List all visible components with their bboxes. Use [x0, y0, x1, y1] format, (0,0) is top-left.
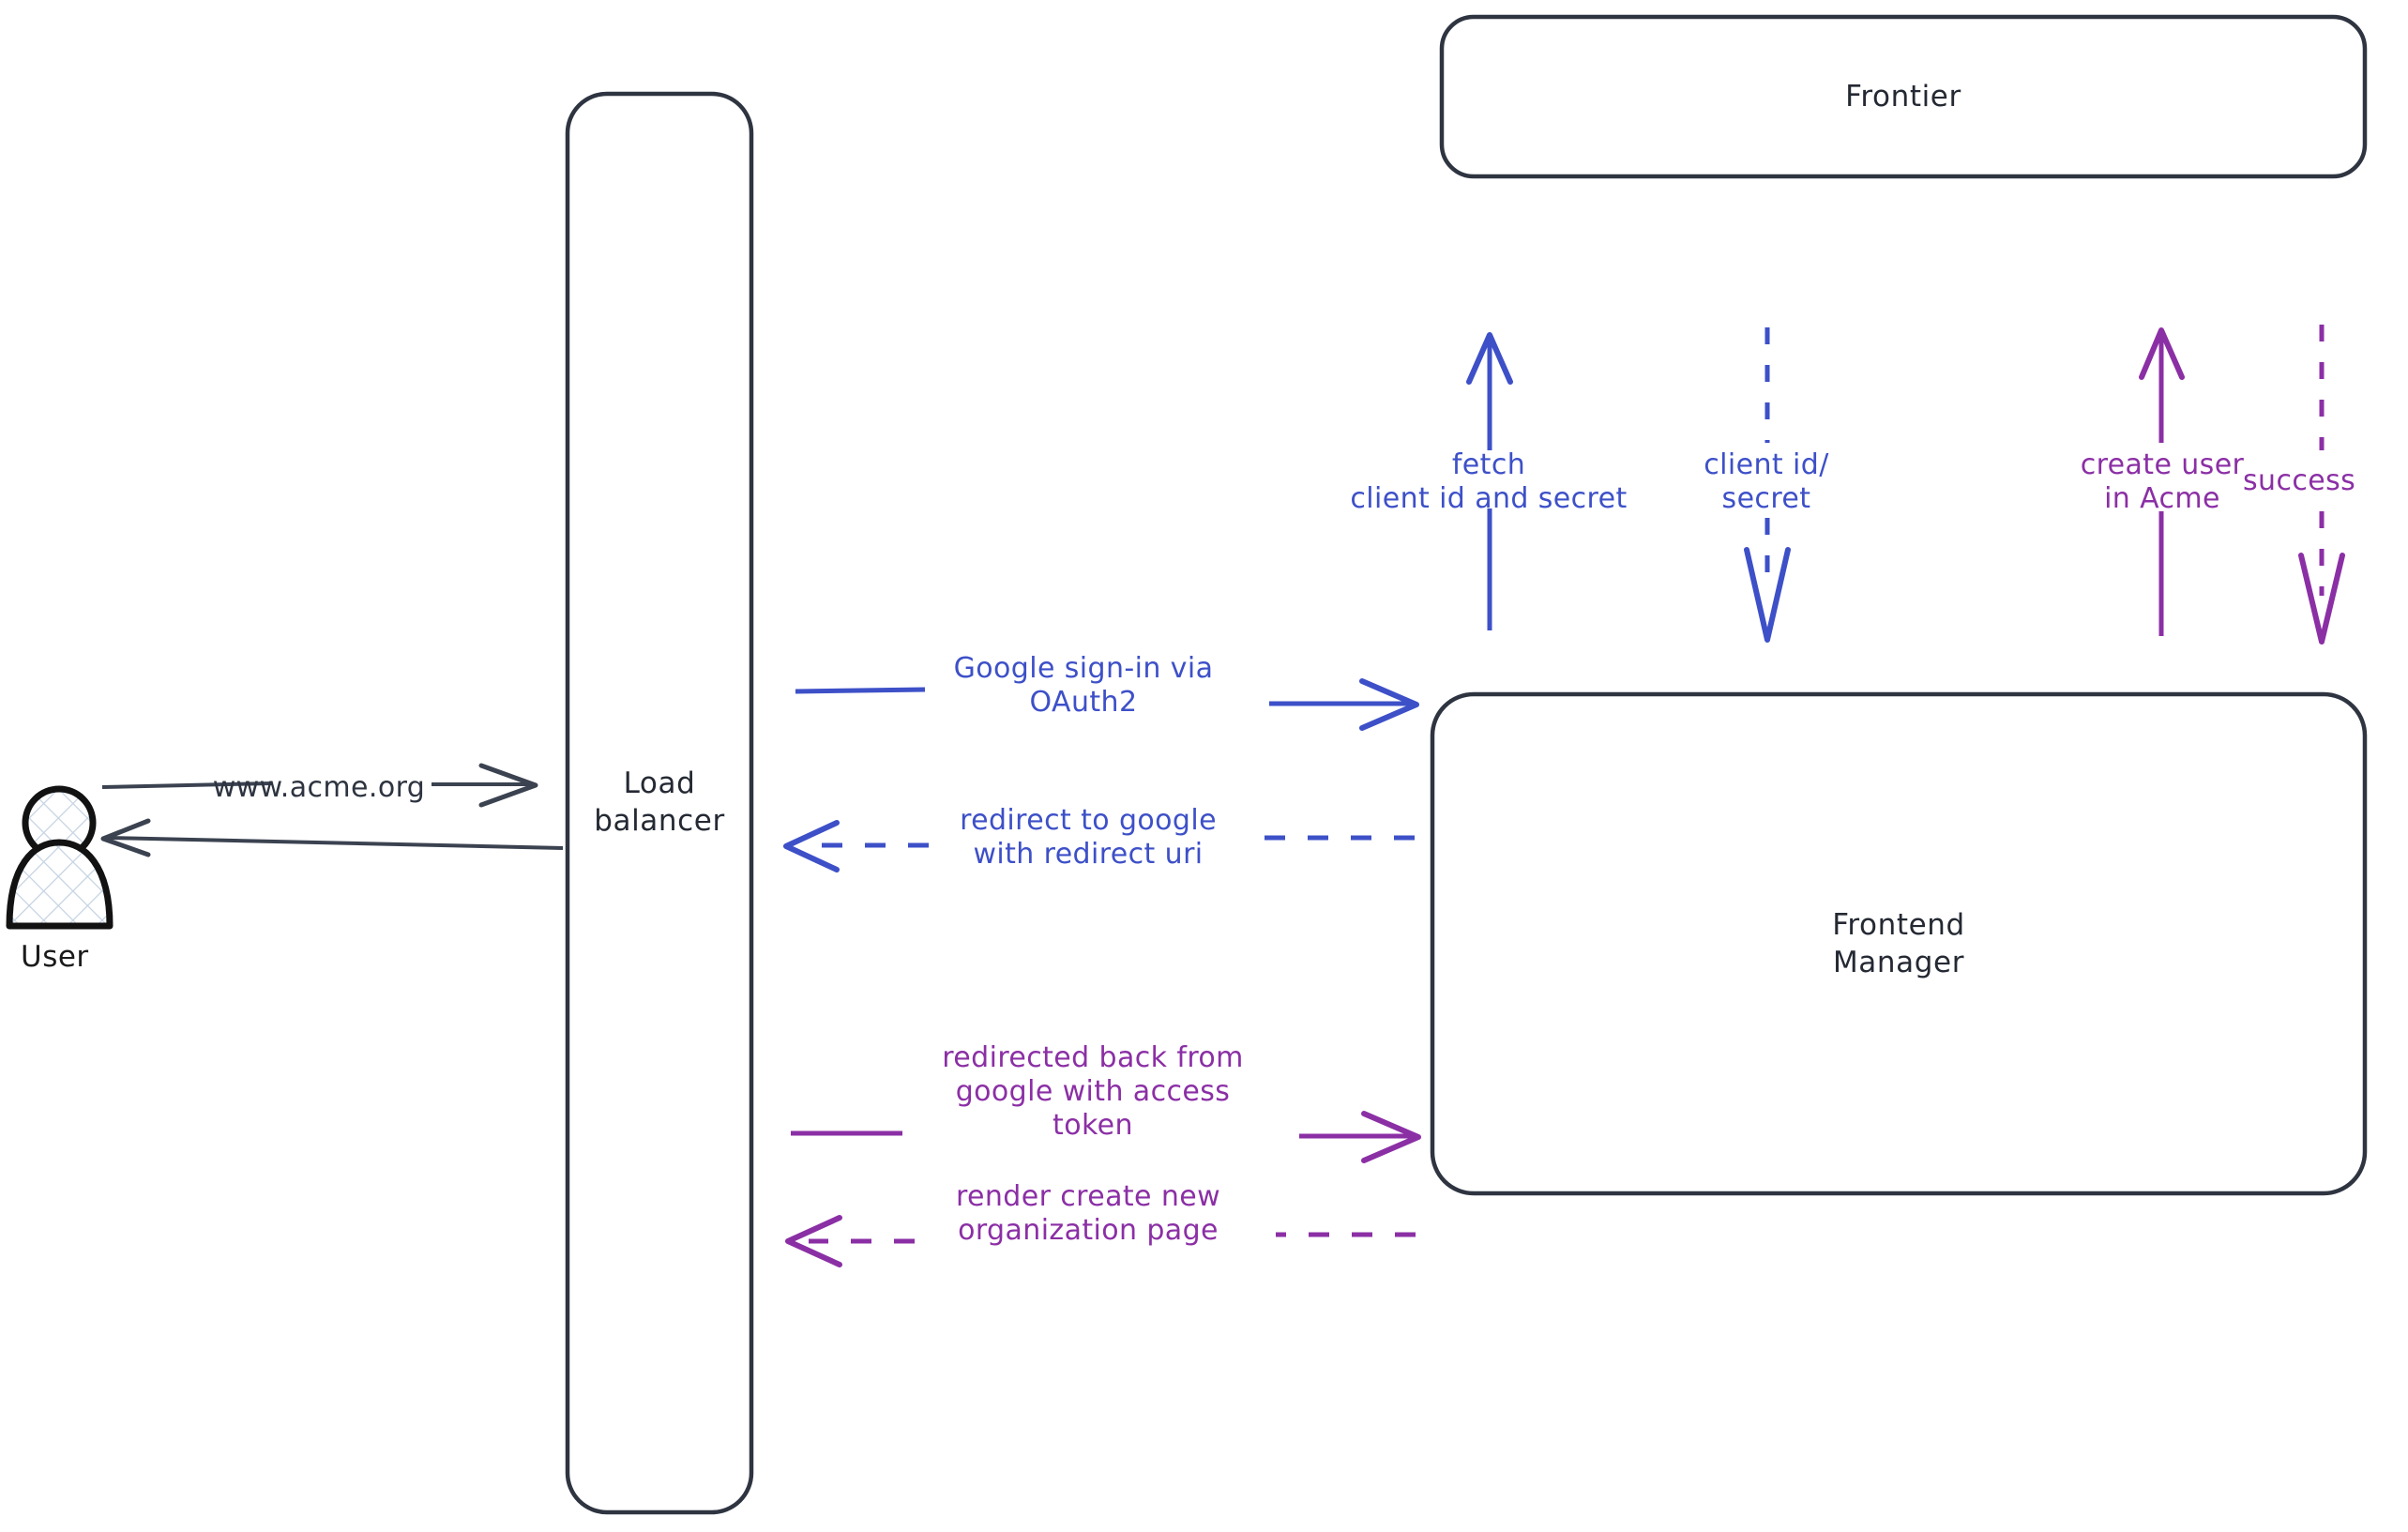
edge-label-user-to-lb: www.acme.org [212, 771, 426, 804]
user-person-icon [6, 785, 114, 930]
edge-frontier-to-fm-creds [1744, 327, 1791, 643]
edge-label-lb-to-fm-signin: Google sign-in via OAuth2 [953, 652, 1214, 719]
user-caption: User [21, 940, 89, 974]
edge-user-to-lb [101, 763, 538, 808]
edge-label-frontier-to-fm-creds: client id/ secret [1704, 448, 1829, 515]
edge-fm-to-lb-redirect [783, 820, 1415, 872]
edge-label-frontier-to-fm-success: success [2243, 464, 2356, 497]
edge-lb-to-user [100, 818, 564, 857]
edge-fm-to-frontier-fetch [1466, 332, 1513, 630]
edge-label-fm-to-frontier-create-user: create user in Acme [2080, 448, 2245, 515]
edge-label-fm-to-frontier-fetch: fetch client id and secret [1350, 448, 1628, 515]
edge-label-fm-to-lb-redirect: redirect to google with redirect uri [960, 804, 1217, 871]
edge-lb-to-fm-signin [795, 678, 1419, 731]
node-frontier[interactable] [1439, 14, 2368, 179]
node-frontend-manager[interactable] [1430, 691, 2368, 1196]
edge-lb-to-fm-token [791, 1111, 1421, 1163]
edge-fm-to-lb-render [785, 1215, 1416, 1267]
edge-label-fm-to-lb-render: render create new organization page [955, 1180, 1221, 1247]
edge-frontier-to-fm-success [2298, 325, 2345, 645]
edge-fm-to-frontier-create-user [2139, 327, 2185, 636]
node-load-balancer[interactable] [565, 91, 754, 1515]
edge-label-lb-to-fm-token: redirected back from google with access … [942, 1041, 1244, 1142]
